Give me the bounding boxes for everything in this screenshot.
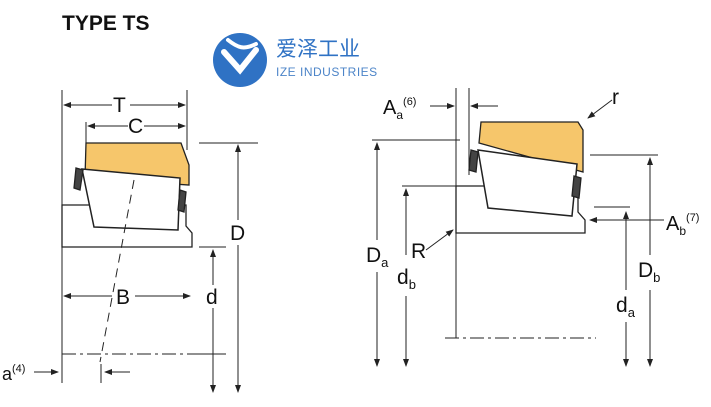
dim-label-C: C: [128, 115, 143, 138]
dim-label-D: D: [230, 222, 245, 245]
logo-name-en: IZE INDUSTRIES: [276, 65, 378, 79]
right-cup: [478, 121, 584, 173]
dim-label-Da: Da: [366, 244, 389, 270]
company-logo: 爱泽工业 IZE INDUSTRIES: [213, 33, 378, 87]
dim-label-Db: Db: [638, 259, 660, 285]
dim-label-r: r: [612, 86, 619, 109]
left-roller: [81, 168, 181, 231]
diagram-title: TYPE TS: [62, 12, 150, 35]
right-bearing-drawing: [455, 121, 586, 234]
dim-label-T: T: [113, 94, 126, 117]
dim-label-a: a(4): [2, 363, 25, 384]
logo-name-cn: 爱泽工业: [276, 37, 360, 61]
dim-label-Aa: Aa(6): [383, 96, 416, 122]
dim-label-Ab: Ab(7): [666, 212, 699, 238]
dim-label-d: d: [206, 286, 218, 309]
dim-label-db: db: [397, 266, 416, 292]
logo-emblem-icon: [213, 33, 267, 87]
dim-label-B: B: [116, 286, 130, 309]
right-roller: [477, 149, 578, 217]
dim-label-da: da: [616, 294, 636, 320]
dim-label-R: R: [411, 240, 426, 263]
left-bearing-drawing: [61, 142, 193, 248]
